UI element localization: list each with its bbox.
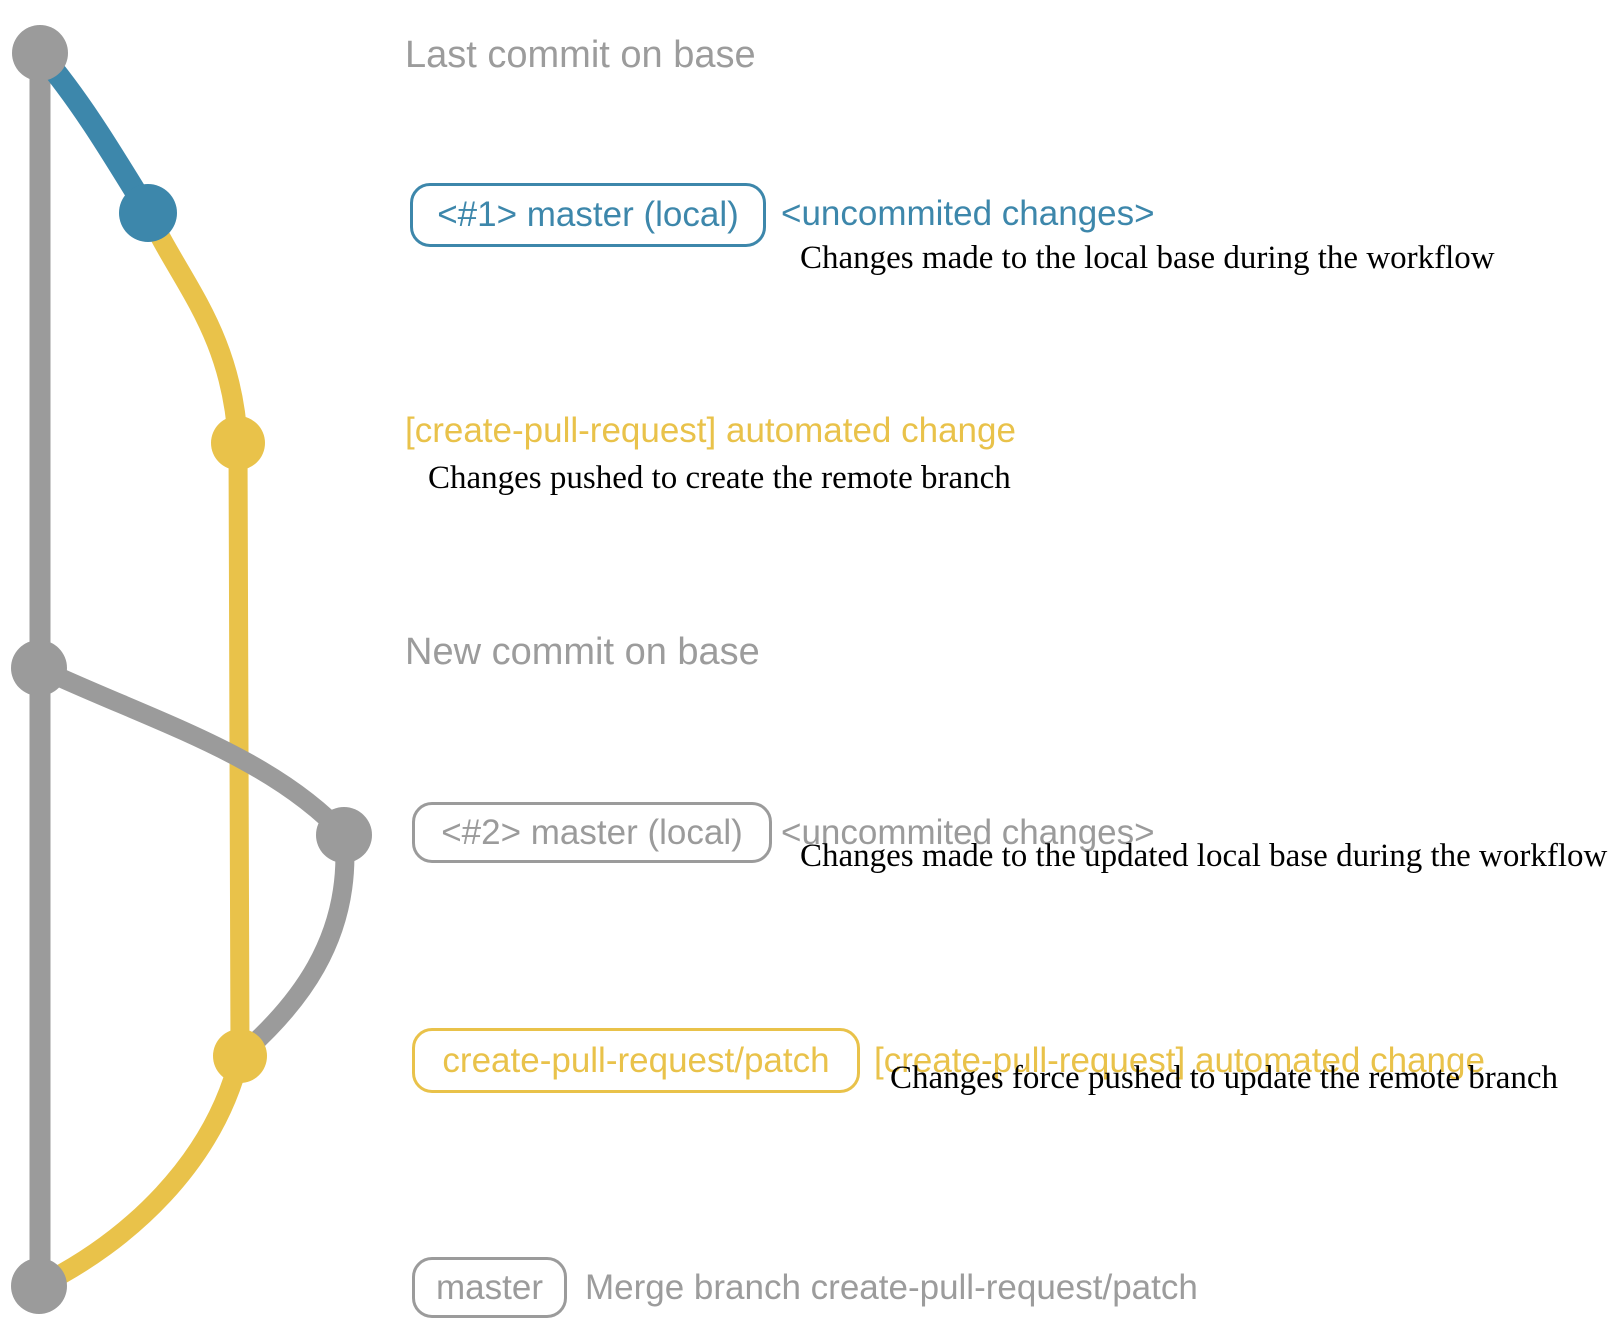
badge-master: master [412,1257,567,1318]
uncommited-changes-2-heading: <uncommited changes> [781,813,1155,852]
automated-change-2-desc: Changes force pushed to update the remot… [890,1060,1559,1096]
badge-patch-branch: create-pull-request/patch [412,1028,860,1093]
commit-node-last-base [12,25,68,81]
commit-node-patch-2 [213,1029,267,1083]
badge-master-local-2: <#2> master (local) [412,802,772,863]
commit-node-new-base [11,640,67,696]
commit-node-local-master-1 [119,184,177,242]
local-master2-to-patch-curve [230,825,355,1066]
automated-change-2-heading: [create-pull-request] automated change [874,1041,1485,1080]
commit-node-local-master-2 [316,807,372,863]
uncommited-changes-1-heading: <uncommited changes> [781,194,1155,233]
patch-branch-curve-top [138,202,248,453]
commit-node-patch-1 [211,416,265,470]
uncommited-changes-2-desc: Changes made to the updated local base d… [800,838,1608,874]
merge-branch-label: Merge branch create-pull-request/patch [585,1268,1198,1307]
automated-change-1-desc: Changes pushed to create the remote bran… [428,460,1011,496]
last-commit-label: Last commit on base [405,34,756,76]
automated-change-1-heading: [create-pull-request] automated change [405,411,1016,450]
local-master1-curve [29,42,159,223]
local-master2-curve [29,658,354,845]
new-commit-label: New commit on base [405,631,760,673]
badge-master-local-1: <#1> master (local) [410,183,766,247]
commit-node-merge [11,1258,67,1314]
uncommited-changes-1-desc: Changes made to the local base during th… [800,240,1495,276]
patch-merge-curve [29,1046,250,1296]
